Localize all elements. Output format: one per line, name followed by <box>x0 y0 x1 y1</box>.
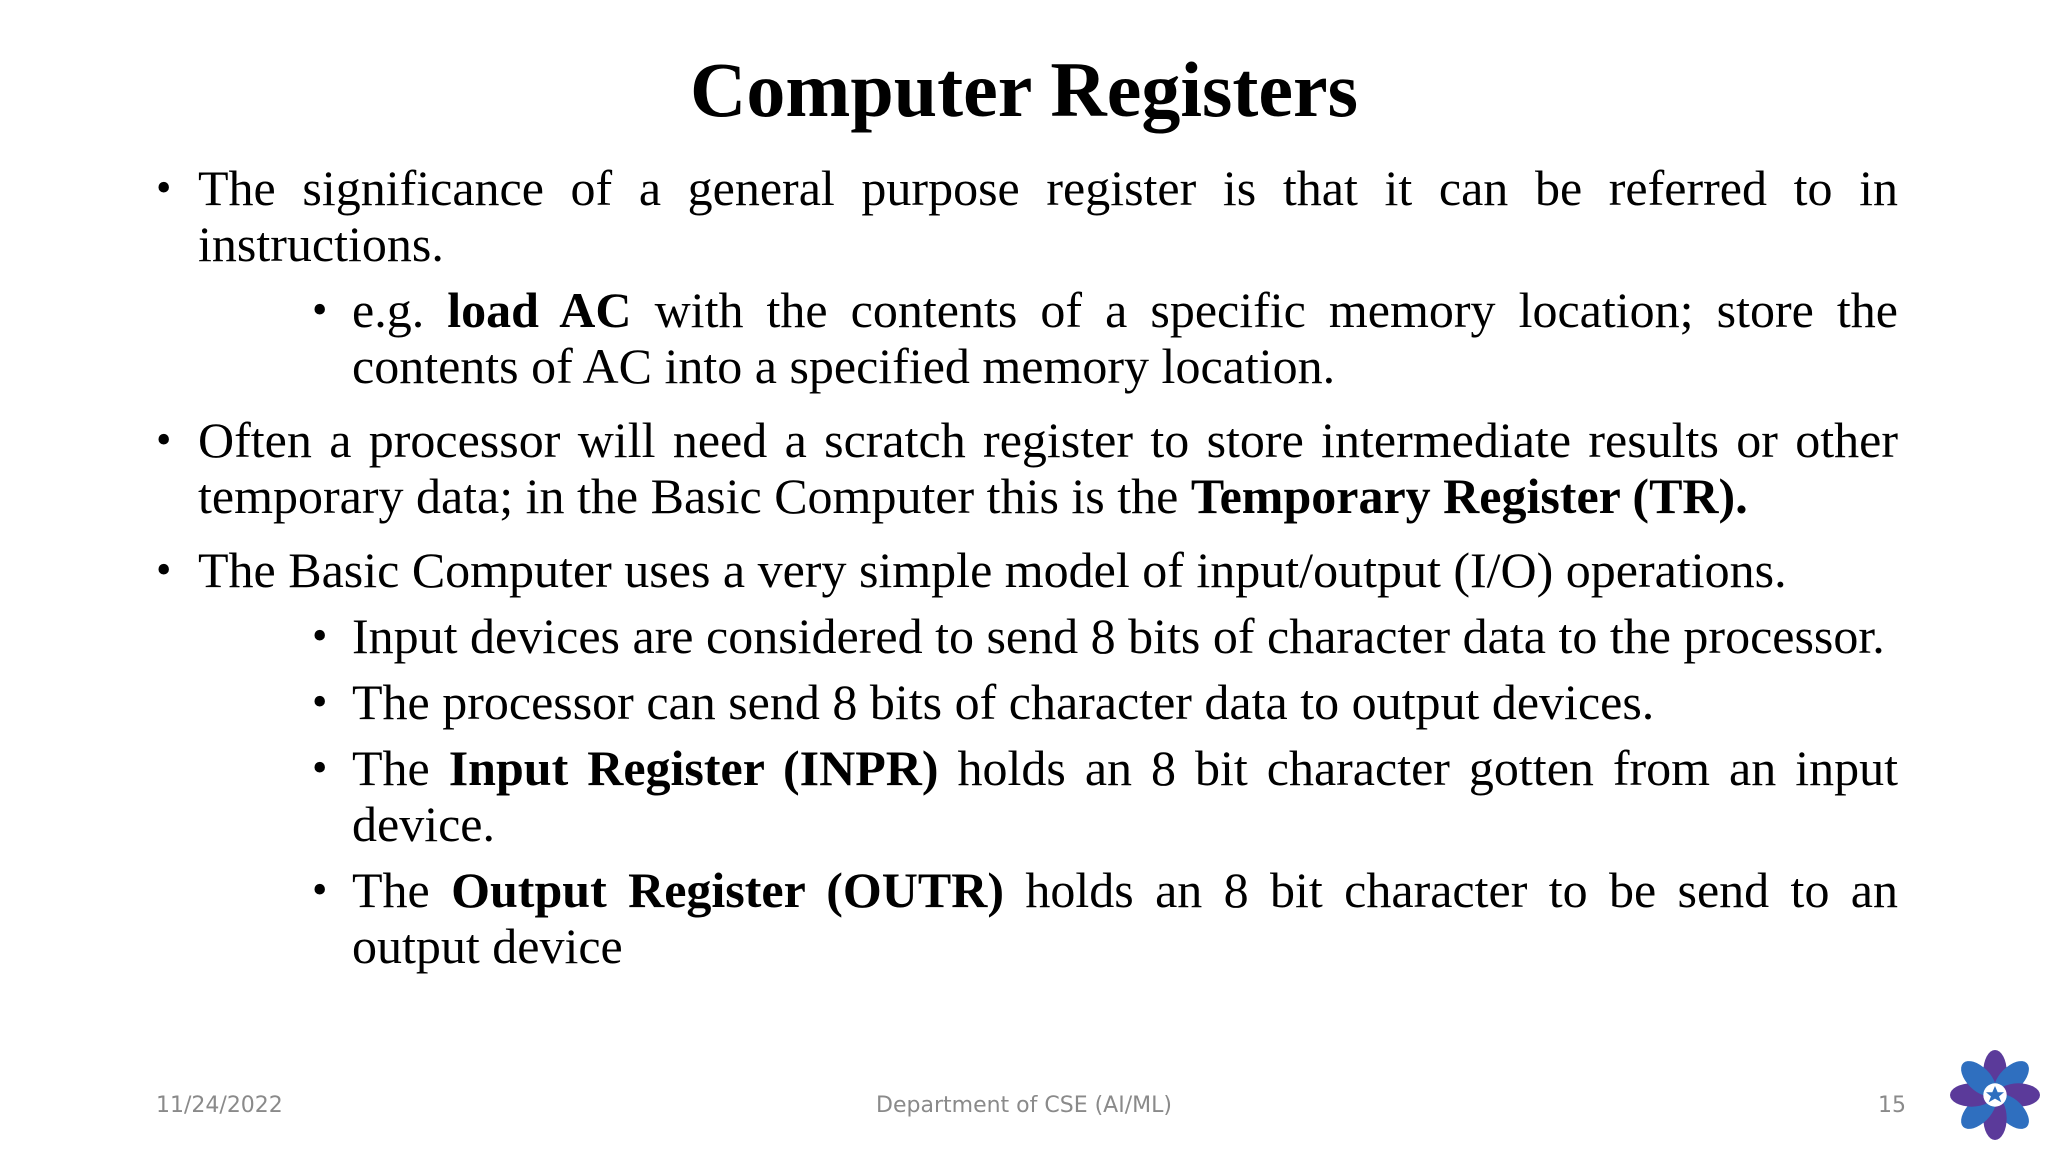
institution-logo-icon <box>1950 1050 2040 1140</box>
sub-bullet-item: • The processor can send 8 bits of charac… <box>312 674 1898 730</box>
slide-content: • The significance of a general purpose r… <box>156 160 1899 974</box>
slide-title: Computer Registers <box>690 46 1358 133</box>
text-segment: The significance of a general purpose re… <box>198 160 1898 272</box>
bold-text-segment: Output Register (OUTR) <box>451 862 1005 918</box>
text-segment: holds an 8 bit character gotten from an … <box>352 740 1899 852</box>
bullet-dot-icon: • <box>312 677 328 726</box>
text-segment: The processor can send 8 bits of charact… <box>352 674 1655 730</box>
bold-text-segment: Temporary Register (TR). <box>1190 468 1748 524</box>
sub-bullet-item: • The Output Register (OUTR) holds an 8 b… <box>312 862 1899 974</box>
text-segment: The Basic Computer uses a very simple mo… <box>198 542 1787 598</box>
footer-page-number: 15 <box>1878 1093 1906 1118</box>
text-segment: Often a processor will need a scratch re… <box>198 412 1898 524</box>
text-segment: e.g. <box>352 282 448 338</box>
text-segment: The <box>352 862 452 918</box>
bullet-item: • Often a processor will need a scratch r… <box>156 412 1898 524</box>
text-segment: Input devices are considered to send 8 b… <box>352 608 1885 664</box>
bullet-dot-icon: • <box>156 545 172 594</box>
text-segment: with the contents of a specific memory l… <box>352 282 1898 394</box>
text-segment: The <box>352 740 449 796</box>
sub-bullet-item: • e.g. load AC with the contents of a spe… <box>312 282 1898 394</box>
bullet-dot-icon: • <box>312 743 328 792</box>
text-segment: holds an 8 bit character to be send to a… <box>352 862 1899 974</box>
bold-text-segment: load AC <box>447 282 632 338</box>
bullet-dot-icon: • <box>156 415 172 464</box>
bullet-dot-icon: • <box>312 285 328 334</box>
bullet-item: • The significance of a general purpose r… <box>156 160 1898 272</box>
bullet-dot-icon: • <box>312 611 328 660</box>
sub-bullet-item: • Input devices are considered to send 8 … <box>312 608 1898 664</box>
bullet-dot-icon: • <box>312 865 328 914</box>
bullet-dot-icon: • <box>156 163 172 212</box>
footer-department: Department of CSE (AI/ML) <box>876 1093 1172 1118</box>
bullet-item: • The Basic Computer uses a very simple m… <box>156 542 1898 598</box>
bold-text-segment: Input Register (INPR) <box>448 740 939 796</box>
footer-date: 11/24/2022 <box>156 1093 283 1118</box>
sub-bullet-item: • The Input Register (INPR) holds an 8 bi… <box>312 740 1899 852</box>
